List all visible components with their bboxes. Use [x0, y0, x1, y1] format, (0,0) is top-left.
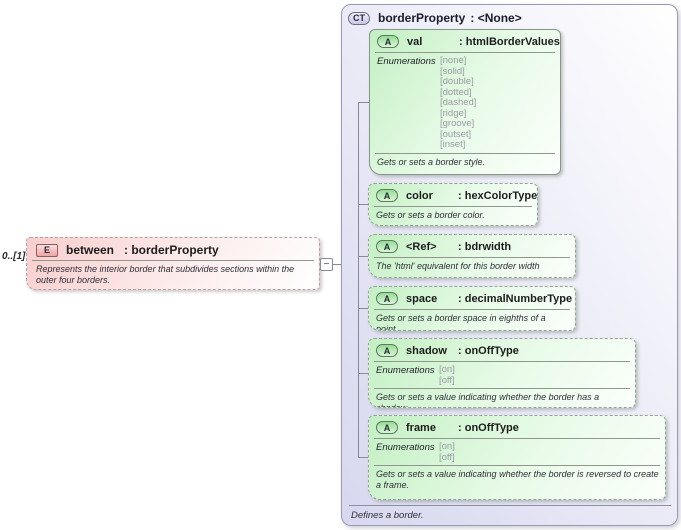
branch-line-space [358, 308, 369, 309]
attribute-box-val[interactable]: A val : htmlBorderValues Enumerations [n… [369, 29, 561, 175]
attribute-annotation: Gets or sets a border color. [376, 210, 485, 220]
attribute-header: A val : htmlBorderValues [370, 30, 560, 52]
complex-type-box-borderProperty[interactable]: CT borderProperty : <None> A val : htmlBo… [341, 4, 678, 526]
attribute-name: shadow [406, 344, 447, 357]
enumeration-values: [on][off] [439, 441, 455, 463]
attribute-header: A space : decimalNumberType [369, 287, 575, 309]
attribute-type: : onOffType [458, 344, 519, 357]
attribute-icon: A [376, 240, 398, 253]
element-annotation: Represents the interior border that subd… [36, 264, 295, 285]
attribute-header: A frame : onOffType [369, 416, 665, 438]
collapse-button[interactable]: − [320, 258, 333, 271]
enumerations-label: Enumerations [376, 442, 435, 453]
attribute-box-shadow[interactable]: A shadow : onOffType Enumerations [on][o… [368, 338, 636, 408]
element-header: E between : borderProperty [27, 238, 319, 260]
attribute-type: : onOffType [458, 421, 519, 434]
attribute-icon: A [376, 421, 398, 434]
attribute-name: color [406, 189, 433, 202]
complex-type-header: CT borderProperty : <None> [342, 5, 677, 25]
separator [375, 52, 555, 53]
enumerations-label: Enumerations [377, 56, 436, 67]
element-type: : borderProperty [124, 243, 219, 257]
attribute-box-space[interactable]: A space : decimalNumberType Gets or sets… [368, 286, 576, 331]
attribute-annotation: Gets or sets a value indicating whether … [376, 392, 600, 408]
attribute-annotation: Gets or sets a border space in eighths o… [376, 313, 546, 331]
separator [374, 206, 532, 207]
enumerations-label: Enumerations [376, 365, 435, 376]
attribute-header: A color : hexColorType [369, 184, 537, 206]
branch-line-ref [358, 256, 369, 257]
separator [374, 465, 660, 466]
enumeration-values: [none][solid][double][dotted][dashed][ri… [440, 55, 477, 150]
enumerations-block: Enumerations [none][solid][double][dotte… [370, 53, 560, 153]
attribute-name: space [406, 292, 438, 305]
complex-type-icon: CT [348, 11, 370, 25]
attribute-name: frame [406, 421, 436, 434]
attribute-name: <Ref> [406, 240, 437, 253]
branch-line-shadow [358, 373, 369, 374]
attribute-icon: A [376, 189, 398, 202]
enumerations-block: Enumerations [on][off] [369, 362, 635, 388]
branch-line-frame [358, 457, 369, 458]
separator [374, 438, 660, 439]
attribute-icon: A [376, 344, 398, 357]
separator [374, 361, 630, 362]
complex-type-title: borderProperty : <None> [378, 11, 522, 25]
attribute-annotation: Gets or sets a border style. [377, 156, 486, 167]
branch-line-val [358, 102, 369, 103]
enumerations-block: Enumerations [on][off] [369, 439, 665, 465]
attribute-type: : hexColorType [458, 189, 538, 202]
tree-trunk-line [358, 102, 359, 458]
complex-type-base: : <None> [470, 11, 522, 25]
branch-line-color [358, 204, 369, 205]
attribute-box-frame[interactable]: A frame : onOffType Enumerations [on][of… [368, 415, 666, 500]
attribute-icon: A [377, 35, 399, 48]
attribute-name: val [407, 35, 423, 48]
attribute-header: A <Ref> : bdrwidth [369, 235, 575, 257]
attribute-header: A shadow : onOffType [369, 339, 635, 361]
attribute-type: : htmlBorderValues [459, 35, 560, 48]
cardinality-label: 0..[1] [2, 251, 26, 262]
attribute-type: : decimalNumberType [458, 292, 573, 305]
element-box-between[interactable]: E between : borderProperty Represents th… [26, 237, 320, 290]
attribute-box-ref-bdrwidth[interactable]: A <Ref> : bdrwidth The 'html' equivalent… [368, 234, 576, 278]
complex-type-name: borderProperty [378, 11, 466, 25]
complex-type-annotation: Defines a border. [351, 510, 424, 521]
separator [375, 152, 555, 154]
separator [374, 257, 570, 258]
attribute-annotation: The 'html' equivalent for this border wi… [376, 261, 540, 271]
separator [374, 388, 630, 389]
element-separator [32, 260, 314, 261]
complex-type-footer-separator [349, 505, 671, 506]
attribute-icon: A [376, 292, 398, 305]
separator [374, 309, 570, 310]
attribute-box-color[interactable]: A color : hexColorType Gets or sets a bo… [368, 183, 538, 226]
enumeration-values: [on][off] [439, 364, 455, 386]
element-name: between [66, 243, 115, 257]
attribute-type: : bdrwidth [458, 240, 512, 253]
element-icon: E [36, 243, 58, 257]
attribute-annotation: Gets or sets a value indicating whether … [376, 469, 659, 490]
